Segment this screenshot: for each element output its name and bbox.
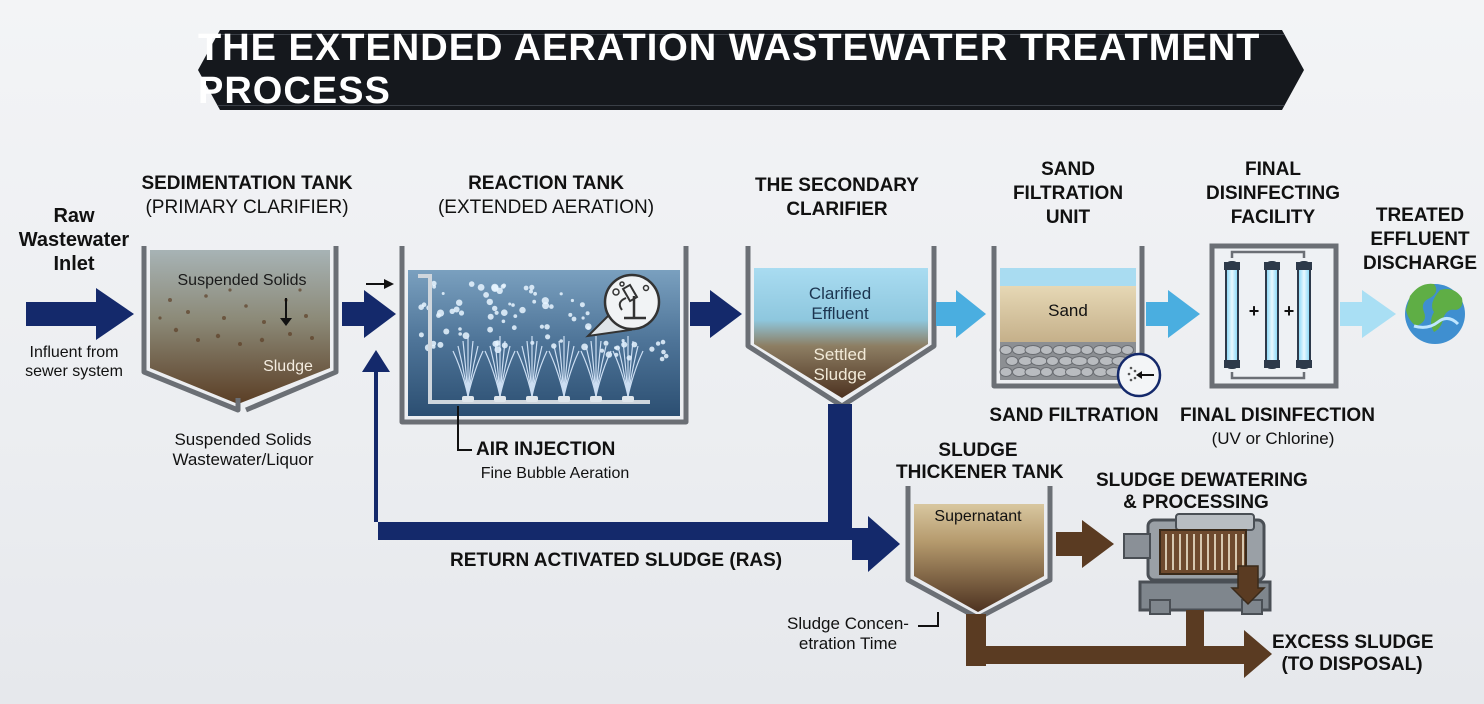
flow-arrow-sed-to-reaction <box>342 290 396 338</box>
sludge-dewatering-machine <box>1123 513 1272 615</box>
air-injection-heading: AIR INJECTION <box>476 439 616 460</box>
inlet-note-line: sewer system <box>25 363 123 381</box>
air-injection-sub: Fine Bubble Aeration <box>480 465 630 482</box>
sedimentation-subheading: (PRIMARY CLARIFIER) <box>145 197 349 218</box>
sed-label-suspended: Suspended Solids <box>177 272 307 289</box>
effluent-heading-line: TREATED <box>1375 205 1465 226</box>
secondary-heading: THE SECONDARY CLARIFIER <box>742 174 932 222</box>
disinfection-heading-line: FACILITY <box>1230 206 1316 228</box>
inlet-heading-line: Wastewater <box>18 229 130 251</box>
sand-heading-line: SAND <box>1041 159 1095 180</box>
inlet-arrow <box>26 288 134 340</box>
flow-arrow-reaction-to-secondary <box>690 290 742 338</box>
uv-plus-sign: + <box>1248 301 1260 321</box>
effluent-heading-line: EFFLUENT <box>1370 228 1470 250</box>
settled-line: Settled <box>813 345 867 364</box>
reaction-heading: REACTION TANK <box>468 173 624 194</box>
uv-lamp-icon <box>1224 261 1312 369</box>
thickener-heading-line: SLUDGE <box>938 440 1018 461</box>
clarified-effluent-label: Clarified Effluent <box>770 284 910 325</box>
filter-nozzle-icon <box>1116 352 1162 398</box>
settled-line: Sludge <box>813 365 867 385</box>
sand-caption: SAND FILTRATION <box>989 405 1159 426</box>
uv-plus-sign: + <box>1283 301 1295 321</box>
flow-arrow-thickener-to-dewatering <box>1056 520 1114 568</box>
microscope-icon <box>585 273 661 338</box>
excess-heading-line: EXCESS SLUDGE <box>1272 632 1434 653</box>
reaction-tank <box>399 246 689 425</box>
ras-label: RETURN ACTIVATED SLUDGE (RAS) <box>450 550 783 571</box>
excess-sludge-line <box>966 610 1272 678</box>
sedimentation-tank <box>141 246 339 413</box>
effluent-heading-line: DISCHARGE <box>1362 252 1477 274</box>
air-injection-pointer <box>457 406 472 451</box>
inlet-note-line: Influent from <box>29 344 119 361</box>
sed-caption-line: Wastewater/Liquor <box>172 450 314 470</box>
sand-heading-line: FILTRATION <box>1012 182 1124 204</box>
secondary-heading-line: CLARIFIER <box>786 198 888 220</box>
title-banner <box>198 30 1304 110</box>
excess-heading-line: (TO DISPOSAL) <box>1281 654 1423 676</box>
disinfection-caption: FINAL DISINFECTION <box>1180 405 1375 426</box>
small-inflow-arrow <box>366 279 394 289</box>
flow-arrow-secondary-to-sand <box>936 290 986 338</box>
flow-arrow-sand-to-disinfection <box>1146 290 1200 338</box>
concentration-time-pointer <box>918 612 939 627</box>
sand-heading-line: UNIT <box>1045 206 1091 228</box>
return-activated-sludge-line <box>362 350 900 572</box>
disinfection-caption-sub: (UV or Chlorine) <box>1211 429 1335 448</box>
sand-label: Sand <box>1048 301 1088 320</box>
earth-globe-icon <box>1405 283 1465 344</box>
supernatant-label: Supernatant <box>934 508 1022 525</box>
dewatering-heading-line: SLUDGE DEWATERING <box>1096 470 1308 491</box>
sed-caption-line: Suspended Solids <box>174 430 312 449</box>
secondary-heading-line: THE SECONDARY <box>755 175 919 196</box>
disinfection-facility <box>1209 243 1339 389</box>
sedimentation-heading: SEDIMENTATION TANK <box>141 173 353 194</box>
excess-sludge-heading: EXCESS SLUDGE (TO DISPOSAL) <box>1272 632 1434 677</box>
inlet-heading-line: Inlet <box>53 253 95 275</box>
sedimentation-caption: Suspended Solids Wastewater/Liquor <box>140 430 346 471</box>
thickener-heading: SLUDGE THICKENER TANK <box>896 440 1064 484</box>
disinfection-heading-line: DISINFECTING <box>1205 182 1341 204</box>
dewatering-heading-line: & PROCESSING <box>1123 491 1269 513</box>
flow-arrow-to-effluent <box>1340 290 1396 338</box>
disinfection-heading: FINAL DISINFECTING FACILITY <box>1192 158 1354 229</box>
inlet-heading: Raw Wastewater Inlet <box>10 204 138 276</box>
sand-heading: SAND FILTRATION UNIT <box>990 158 1146 229</box>
dewatering-heading: SLUDGE DEWATERING & PROCESSING <box>1096 470 1308 514</box>
concentration-time-note: Sludge Concen- etration Time <box>780 614 916 655</box>
sand-filtration-unit <box>991 246 1162 398</box>
thickener-heading-line: THICKENER TANK <box>896 461 1064 483</box>
effluent-heading: TREATED EFFLUENT DISCHARGE <box>1358 204 1482 275</box>
sed-label-sludge: Sludge <box>263 358 313 375</box>
inlet-note: Influent from sewer system <box>10 343 138 381</box>
settled-sludge-label: Settled Sludge <box>770 345 910 386</box>
diagram-title: THE EXTENDED AERATION WASTEWATER TREATME… <box>198 27 1261 112</box>
inlet-heading-line: Raw <box>53 205 95 227</box>
reaction-subheading: (EXTENDED AERATION) <box>437 197 655 218</box>
clarified-line: Effluent <box>811 304 869 324</box>
disinfection-heading-line: FINAL <box>1245 159 1301 180</box>
concentration-note-line: Sludge Concen- <box>787 614 909 633</box>
clarified-line: Clarified <box>808 284 872 303</box>
concentration-note-line: etration Time <box>798 634 898 654</box>
